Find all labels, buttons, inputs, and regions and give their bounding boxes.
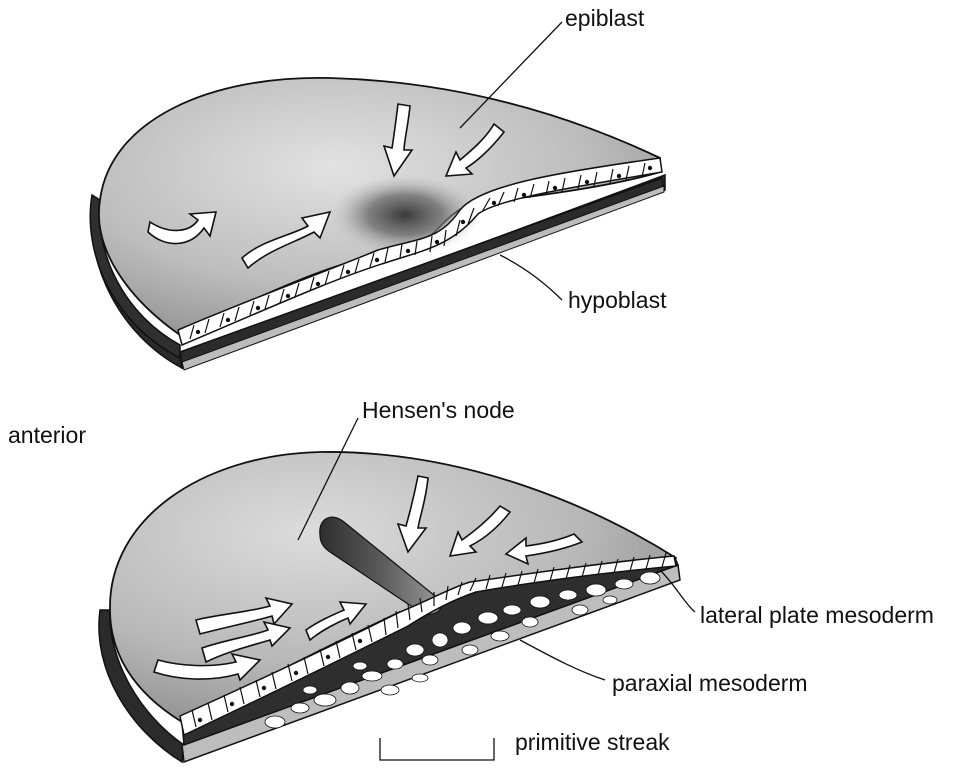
label-lateral-plate-mesoderm: lateral plate mesoderm xyxy=(700,602,934,628)
top-embryo xyxy=(90,78,665,370)
label-paraxial-mesoderm: paraxial mesoderm xyxy=(612,670,808,696)
label-primitive-streak: primitive streak xyxy=(515,729,670,755)
bottom-embryo xyxy=(99,452,680,762)
label-anterior: anterior xyxy=(8,422,86,448)
label-hensens-node: Hensen's node xyxy=(362,397,515,423)
label-hypoblast: hypoblast xyxy=(568,287,667,313)
hypoblast-leader xyxy=(500,255,562,300)
paraxial-leader xyxy=(520,640,605,680)
primitive-streak-bracket xyxy=(380,738,494,760)
label-epiblast: epiblast xyxy=(565,5,645,31)
